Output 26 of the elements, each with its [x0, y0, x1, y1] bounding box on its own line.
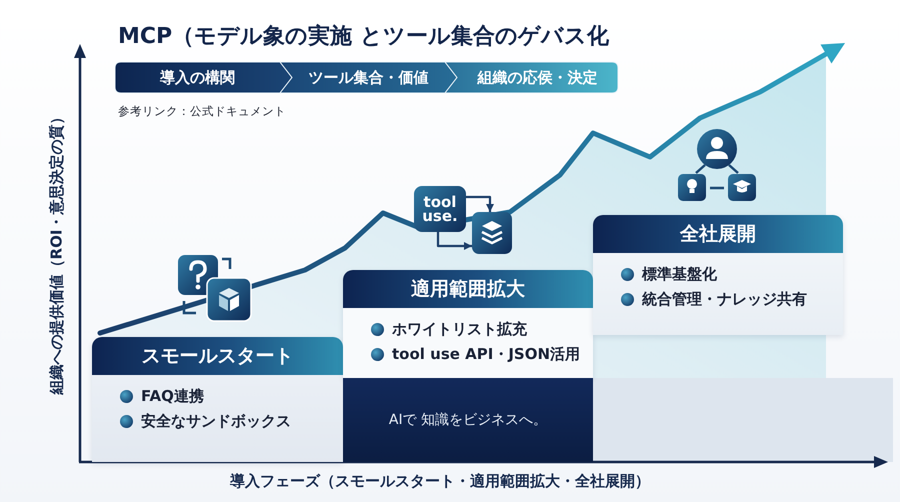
tool-use-tile — [414, 186, 466, 232]
x-axis-title: 導入フェーズ（スモールスタート・適用範囲拡大・全社展開） — [230, 472, 650, 491]
layers-icon — [472, 212, 512, 254]
y-axis-title: 組織への提供価値（ROI・意思決定の質） — [48, 110, 66, 394]
tagline-text: AIで 知識をビジネスへ。 — [388, 411, 548, 429]
bullet-text: 統合管理・ナレッジ共有 — [642, 290, 807, 309]
bullet-text: 安全なサンドボックス — [141, 412, 291, 431]
title: MCP（モデル象の実施 とツール集合のゲバス化 — [118, 22, 609, 51]
step-label: 導入の構関 — [160, 68, 235, 87]
stage-card — [593, 215, 843, 335]
stage-card — [343, 270, 593, 378]
stage-title: スモールスタート — [142, 344, 294, 369]
step-label: ツール集合・価値 — [308, 68, 428, 87]
arrow — [436, 232, 472, 250]
stage-title: 全社展開 — [680, 222, 756, 247]
step-label: 組織の応侯・決定 — [478, 68, 598, 87]
arrow — [466, 196, 494, 212]
stage-title: 適用範囲拡大 — [411, 277, 525, 302]
reference-note: 参考リンク：公式ドキュメント — [118, 104, 286, 119]
dark-panel — [343, 378, 593, 462]
tile-label: tool use. — [421, 195, 459, 223]
bullet-text: ホワイトリスト拡充 — [392, 320, 527, 339]
bullet-text: tool use API・JSON活用 — [392, 345, 580, 364]
bullet-text: 標準基盤化 — [642, 265, 717, 284]
bullet-text: FAQ連携 — [141, 387, 204, 406]
stage-card — [92, 337, 343, 462]
